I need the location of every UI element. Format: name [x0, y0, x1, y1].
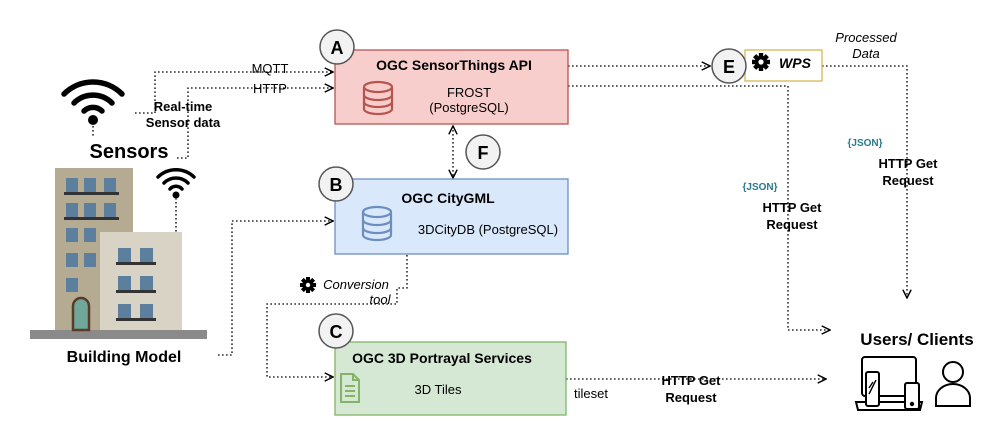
users-clients-label: Users/ Clients	[860, 330, 973, 349]
badge-e: E	[711, 48, 747, 84]
conversion-label-line2: tool	[370, 292, 392, 307]
http-get-right-line1: HTTP Get	[879, 156, 939, 171]
building-wifi-icon	[156, 168, 196, 199]
badge-c: C	[318, 313, 354, 349]
building-to-citygml-connector	[218, 221, 333, 356]
badge-f-letter: F	[478, 143, 489, 163]
conversion-label-line1: Conversion	[323, 277, 389, 292]
realtime-label-line1: Real-time	[154, 99, 213, 114]
sensorthings-box	[334, 49, 569, 125]
json-label-right: {JSON}	[847, 138, 882, 149]
conversion-gear-icon	[300, 277, 316, 293]
portrayal-document-icon	[340, 373, 360, 403]
sensor-wifi-icon	[61, 79, 125, 125]
tileset-label: tileset	[574, 386, 608, 401]
badge-a: A	[319, 29, 355, 65]
processed-data-line2: Data	[852, 46, 879, 61]
http-get-right-line2: Request	[882, 173, 934, 188]
user-icon	[935, 361, 971, 407]
http-connector	[177, 88, 333, 159]
portrayal-subtitle: 3D Tiles	[415, 382, 462, 397]
mqtt-connector	[135, 72, 333, 114]
mqtt-label: MQTT	[252, 61, 289, 76]
badge-c-letter: C	[330, 322, 343, 342]
sensorthings-to-users-connector	[568, 85, 830, 330]
citygml-database-icon	[361, 205, 393, 242]
sensorthings-postgresql: (PostgreSQL)	[429, 100, 508, 115]
badge-f: F	[465, 134, 501, 170]
sensorthings-title: OGC SensorThings API	[376, 57, 532, 73]
badge-b: B	[318, 166, 354, 202]
http-get-bottom-line2: Request	[665, 390, 717, 405]
badge-e-letter: E	[723, 57, 735, 77]
citygml-box	[334, 178, 569, 255]
portrayal-title: OGC 3D Portrayal Services	[352, 350, 532, 366]
badge-b-letter: B	[330, 175, 343, 195]
devices-icon	[854, 356, 924, 411]
http-get-middle-line1: HTTP Get	[763, 200, 823, 215]
processed-data-line1: Processed	[835, 30, 897, 45]
sensorthings-frost: FROST	[447, 85, 491, 100]
connectors	[92, 65, 907, 379]
citygml-title: OGC CityGML	[401, 190, 495, 206]
wps-gear-icon	[752, 53, 770, 71]
json-label-middle: {JSON}	[742, 182, 777, 193]
portrayal-box	[334, 341, 567, 416]
sensors-label: Sensors	[90, 141, 169, 163]
citygml-to-portrayal-connector	[266, 255, 408, 377]
http-get-bottom-line1: HTTP Get	[662, 373, 722, 388]
building-model-label: Building Model	[67, 349, 182, 366]
wps-to-users-connector	[822, 65, 907, 298]
badge-a-letter: A	[331, 38, 344, 58]
http-get-middle-line2: Request	[766, 217, 818, 232]
wps-label: WPS	[779, 55, 812, 71]
building-icon	[30, 168, 207, 339]
realtime-label-line2: Sensor data	[146, 115, 221, 130]
citygml-subtitle: 3DCityDB (PostgreSQL)	[418, 222, 558, 237]
sensorthings-database-icon	[362, 80, 394, 116]
http-label: HTTP	[253, 81, 287, 96]
